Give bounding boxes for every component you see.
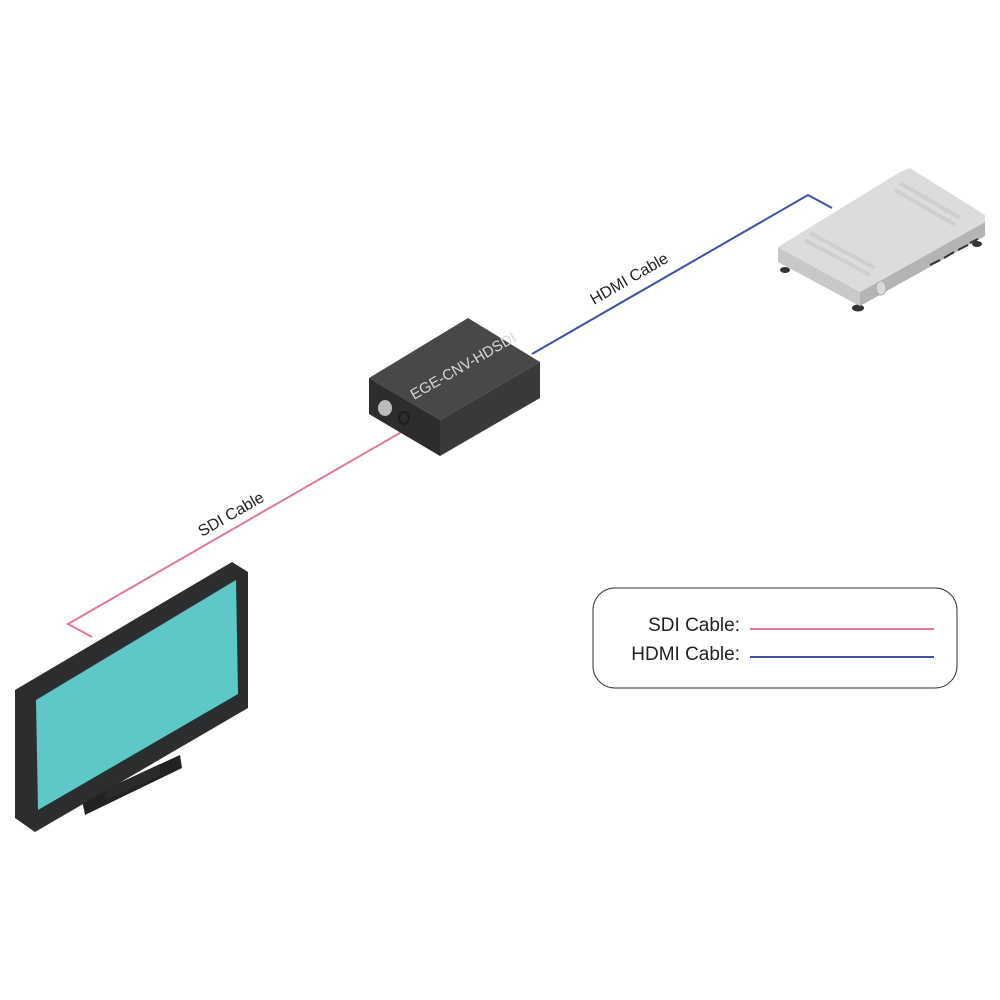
- set-top-box: [778, 168, 985, 312]
- hdmi-cable-label: HDMI Cable: [588, 250, 672, 308]
- hdmi-cable-line: [531, 193, 833, 355]
- legend-hdmi-label: HDMI Cable:: [631, 644, 740, 665]
- sdi-cable-line: [65, 429, 406, 638]
- monitor: [15, 562, 248, 832]
- legend-sdi-label: SDI Cable:: [648, 615, 740, 636]
- legend: SDI Cable: HDMI Cable:: [592, 587, 958, 689]
